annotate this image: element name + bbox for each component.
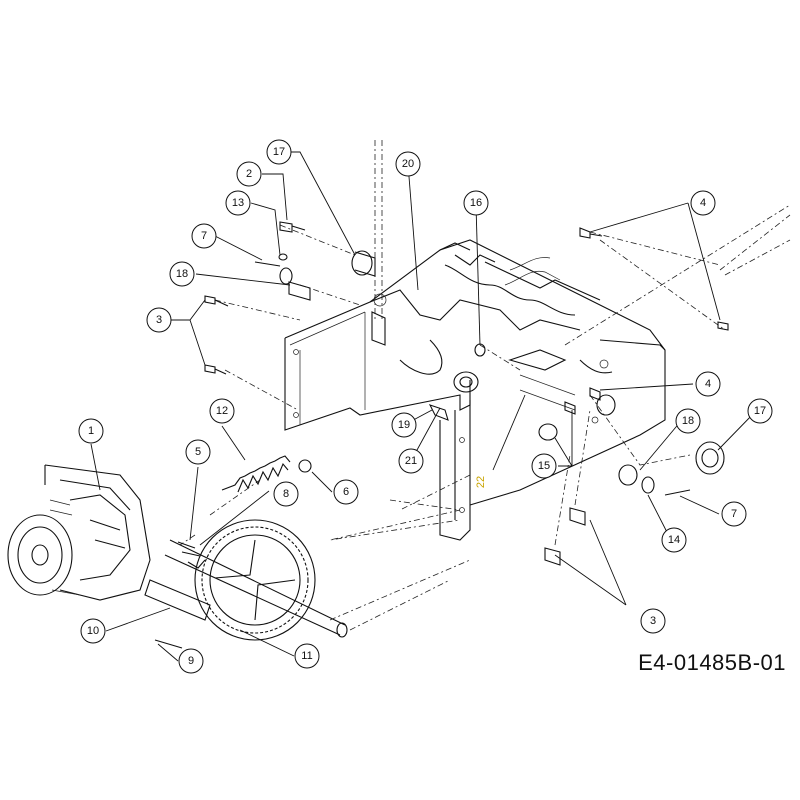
callout-20: 20 (395, 151, 421, 177)
callout-15: 15 (531, 453, 557, 479)
callout-2: 2 (236, 161, 262, 187)
callout-label: 18 (176, 268, 188, 280)
callout-label: 4 (705, 378, 711, 390)
leader-lines (90, 151, 757, 662)
callout-label: 12 (216, 405, 228, 417)
callout-7-left: 7 (191, 223, 217, 249)
callout-9: 9 (178, 648, 204, 674)
callout-19: 19 (391, 412, 417, 438)
callout-21: 21 (398, 448, 424, 474)
callout-label: 6 (343, 486, 349, 498)
callout-22: 22 (475, 476, 487, 488)
callout-18-left: 18 (169, 261, 195, 287)
callout-label: 4 (700, 197, 706, 209)
callout-label: 3 (650, 615, 656, 627)
callout-8: 8 (273, 481, 299, 507)
callout-label: 15 (538, 460, 550, 472)
callout-6: 6 (333, 479, 359, 505)
callout-17-right: 17 (747, 398, 773, 424)
callout-12: 12 (209, 398, 235, 424)
callout-label: 22 (475, 476, 487, 488)
transmission-assembly (7, 464, 151, 601)
callout-16: 16 (463, 190, 489, 216)
figure-code: E4-01485B-01 (638, 650, 786, 675)
callout-label: 20 (402, 158, 414, 170)
callout-label: 17 (273, 146, 285, 158)
gear-assembly (144, 519, 348, 649)
callout-label: 16 (470, 197, 482, 209)
callout-label: 3 (156, 314, 162, 326)
callout-4-top: 4 (690, 190, 716, 216)
spring-part (221, 455, 291, 493)
center-lines (179, 140, 791, 631)
callout-label: 2 (246, 168, 252, 180)
callout-3-bottom: 3 (640, 608, 666, 634)
callout-label: 14 (668, 534, 680, 546)
callout-10: 10 (80, 618, 106, 644)
callout-label: 8 (283, 488, 289, 500)
chassis-frame (284, 239, 666, 541)
callout-label: 10 (87, 625, 99, 637)
callout-11: 11 (294, 643, 320, 669)
callout-1: 1 (78, 418, 104, 444)
callout-13: 13 (225, 190, 251, 216)
callout-label: 19 (398, 419, 410, 431)
callout-3-left: 3 (146, 307, 172, 333)
callout-4-right: 4 (695, 371, 721, 397)
callout-label: 13 (232, 197, 244, 209)
cable-line (564, 204, 791, 346)
callout-label: 5 (195, 446, 201, 458)
callout-17-top: 17 (266, 139, 292, 165)
hardware-parts (204, 221, 729, 566)
callout-label: 9 (188, 655, 194, 667)
callout-label: 11 (301, 650, 312, 662)
callout-label: 18 (682, 415, 694, 427)
callout-label: 1 (88, 425, 94, 437)
callout-5: 5 (185, 439, 211, 465)
callout-label: 17 (754, 405, 766, 417)
callout-label: 7 (201, 230, 207, 242)
callout-18-right: 18 (675, 408, 701, 434)
callout-7-right: 7 (721, 501, 747, 527)
callout-label: 7 (731, 508, 737, 520)
callout-label: 21 (405, 455, 417, 467)
callout-14: 14 (661, 527, 687, 553)
